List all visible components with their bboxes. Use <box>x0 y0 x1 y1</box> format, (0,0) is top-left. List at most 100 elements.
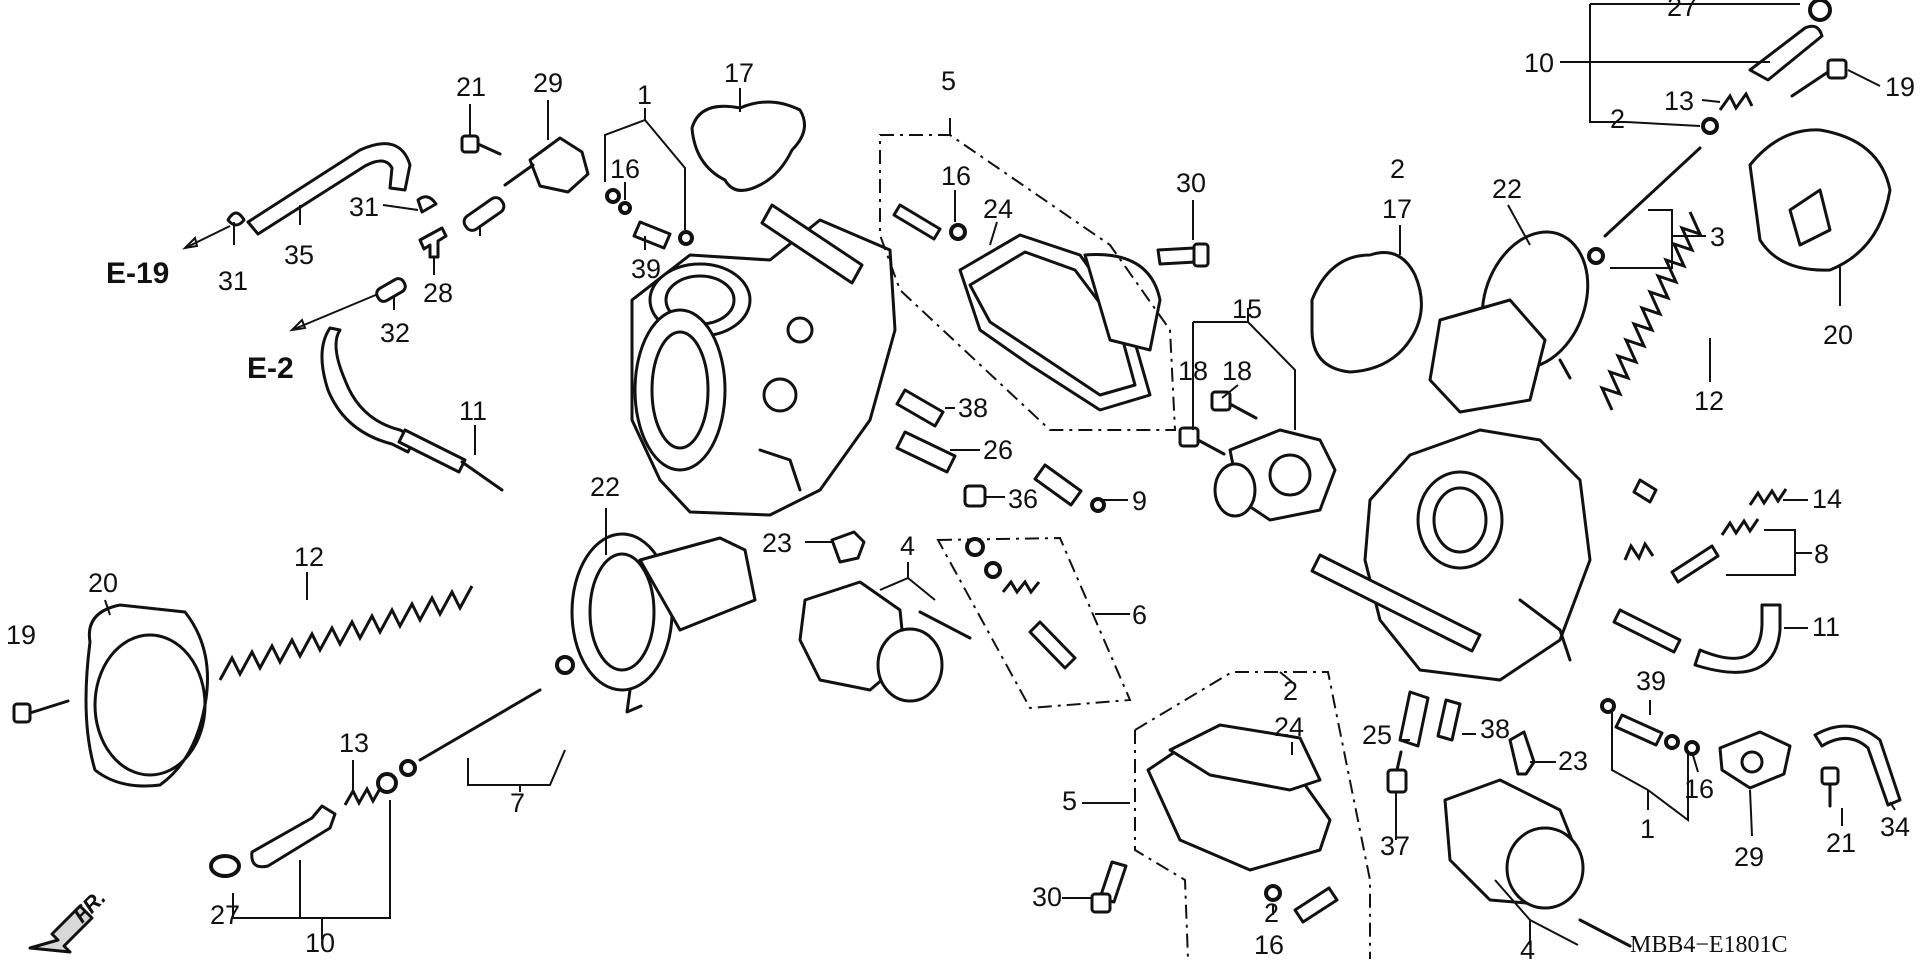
screw-21-right <box>1820 766 1840 808</box>
screw-30-top <box>1156 242 1210 268</box>
callout-5: 5 <box>941 66 956 96</box>
screw-18a <box>1178 426 1226 456</box>
cover-20-left <box>84 603 209 788</box>
jet-26 <box>895 430 957 474</box>
ring-27-left <box>209 854 241 878</box>
spring-13-left <box>343 785 383 807</box>
callout-1: 1 <box>637 80 652 110</box>
carburetor-body-right <box>1310 428 1658 682</box>
jet-36 <box>963 484 987 508</box>
callout-22: 22 <box>1492 174 1522 204</box>
callout-39: 39 <box>631 254 661 284</box>
callout-3: 3 <box>1710 222 1725 252</box>
callout-31: 31 <box>349 192 379 222</box>
fitting-39-right <box>1600 698 1700 756</box>
spring-14 <box>1748 488 1788 506</box>
screw-16-bottom <box>1264 884 1339 924</box>
callout-13: 13 <box>1664 86 1694 116</box>
callout-11: 11 <box>459 396 487 426</box>
needle-7-left <box>399 655 575 777</box>
screw-19-left <box>12 699 70 724</box>
front-direction-indicator: FR. <box>28 885 111 954</box>
washer-2-right <box>1701 117 1719 135</box>
callout-4: 4 <box>1520 935 1535 959</box>
tube-33 <box>462 196 506 232</box>
callout-29: 29 <box>533 68 563 98</box>
callout-10: 10 <box>1524 48 1554 78</box>
callout-37: 37 <box>1380 831 1410 861</box>
gasket-17-right <box>1310 251 1423 374</box>
callout-11: 11 <box>1812 612 1840 642</box>
choke-cable-11-right <box>1612 603 1782 674</box>
callout-2: 2 <box>1264 898 1279 928</box>
callout-16: 16 <box>941 161 971 191</box>
callout-38: 38 <box>958 393 988 423</box>
leader-lines <box>104 3 1896 960</box>
callout-23: 23 <box>1558 746 1588 776</box>
spring-13-right <box>1718 91 1754 111</box>
callout-30: 30 <box>1176 168 1206 198</box>
washer-left <box>376 772 398 794</box>
callout-14: 14 <box>1812 484 1842 514</box>
valve-29-left <box>503 136 590 194</box>
holder-10-right <box>1748 0 1832 82</box>
callout-32: 32 <box>380 318 410 348</box>
callout-19: 19 <box>6 620 36 650</box>
fitting-39-left <box>605 188 694 250</box>
diaphragm-22-right <box>1428 230 1590 414</box>
callout-6: 6 <box>1132 600 1147 630</box>
callout-15: 15 <box>1232 294 1262 324</box>
callout-8: 8 <box>1814 539 1829 569</box>
jet-38-left <box>895 388 945 428</box>
needle-3-right <box>1587 146 1702 265</box>
spring-12-right <box>1599 211 1703 411</box>
screw-21-left <box>460 134 502 156</box>
front-arrow-icon <box>28 904 94 954</box>
tube-32 <box>375 277 407 303</box>
callout-4: 4 <box>900 531 915 561</box>
callout-30: 30 <box>1032 882 1062 912</box>
t-joint-28 <box>418 226 448 259</box>
callout-16: 16 <box>1684 774 1714 804</box>
jet-25 <box>1398 690 1430 748</box>
float-4-right <box>1443 778 1632 948</box>
clip-31 <box>226 195 438 227</box>
callout-19: 19 <box>1885 72 1915 102</box>
float-4-left <box>798 580 972 703</box>
callout-5: 5 <box>1062 786 1077 816</box>
carburetor-body-left <box>630 203 897 517</box>
callout-2: 2 <box>1390 154 1405 184</box>
callout-36: 36 <box>1008 484 1038 514</box>
screw-19-right <box>1790 58 1848 98</box>
callout-20: 20 <box>1823 320 1853 350</box>
callout-12: 12 <box>1694 386 1724 416</box>
callout-27: 27 <box>210 900 240 930</box>
valve-29-right <box>1718 730 1792 790</box>
callout-39: 39 <box>1636 666 1666 696</box>
callout-13: 13 <box>339 728 369 758</box>
spring-12-left <box>218 585 474 681</box>
callout-10: 10 <box>305 928 335 958</box>
callout-17: 17 <box>1382 194 1412 224</box>
callout-20: 20 <box>88 568 118 598</box>
callout-27: 27 <box>1667 0 1697 22</box>
callout-2: 2 <box>1610 104 1625 134</box>
callout-26: 26 <box>983 435 1013 465</box>
ref-e2[interactable]: E-2 <box>247 352 294 385</box>
jet-38-right <box>1436 698 1462 742</box>
callout-18: 18 <box>1178 356 1208 386</box>
callout-16: 16 <box>610 154 640 184</box>
callout-21: 21 <box>1826 828 1856 858</box>
callout-2: 2 <box>1283 676 1298 706</box>
callout-25: 25 <box>1362 720 1392 750</box>
ref-e19[interactable]: E-19 <box>106 257 169 290</box>
callout-labels: E-19 E-2 21 29 1 17 16 39 31 3 5 31 2 8 32… <box>6 0 1915 964</box>
callout-31: 31 <box>218 266 248 296</box>
choke-cable-11-left <box>320 326 504 492</box>
jet-37 <box>1386 750 1408 794</box>
callout-22: 22 <box>590 472 620 502</box>
screw-30-bottom <box>1090 860 1128 914</box>
screw-9 <box>1033 463 1106 513</box>
callout-18: 18 <box>1222 356 1252 386</box>
